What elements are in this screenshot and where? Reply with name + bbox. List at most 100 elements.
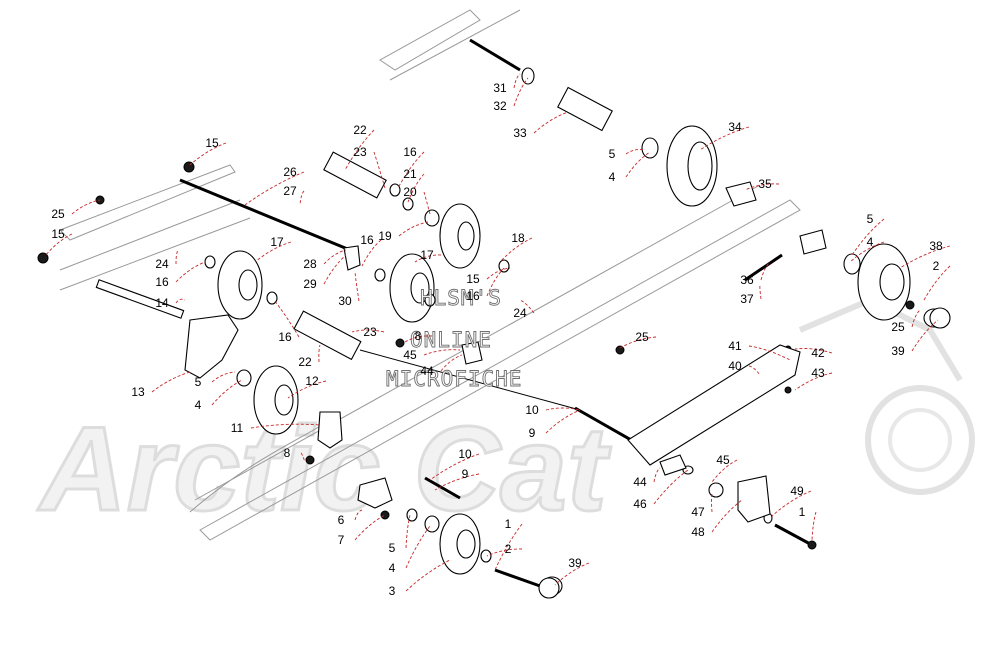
- callout-label-32: 32: [493, 99, 507, 113]
- callout-leader-16: [361, 239, 382, 267]
- callout-label-25: 25: [51, 207, 65, 221]
- callout-label-9: 9: [462, 467, 469, 481]
- callout-label-26: 26: [283, 165, 297, 179]
- callout-label-4: 4: [389, 561, 396, 575]
- callout-label-39: 39: [891, 344, 905, 358]
- callout-leader-44: [653, 467, 661, 483]
- callout-label-37: 37: [740, 292, 754, 306]
- callout-leader-37: [759, 284, 762, 300]
- callout-leader-26: [244, 171, 305, 206]
- callout-label-16: 16: [278, 330, 292, 344]
- callout-leader-15: [486, 267, 511, 280]
- shaft-parts: [95, 38, 813, 588]
- callout-leader-24: [519, 299, 535, 314]
- callout-label-23: 23: [353, 145, 367, 159]
- callout-leader-5: [851, 218, 885, 256]
- callout-label-19: 19: [378, 229, 392, 243]
- callout-label-5: 5: [867, 212, 874, 226]
- callout-leader-4: [211, 379, 243, 406]
- callout-leader-38: [899, 245, 951, 269]
- callout-label-12: 12: [305, 374, 319, 388]
- callout-label-39: 39: [568, 556, 582, 570]
- callout-leader-5: [625, 149, 646, 155]
- wheels: [217, 125, 911, 575]
- callout-label-6: 6: [338, 513, 345, 527]
- callout-label-34: 34: [728, 120, 742, 134]
- callout-leader-12: [287, 380, 327, 399]
- callout-label-40: 40: [728, 359, 742, 373]
- callout-leader-47: [711, 493, 713, 513]
- callout-label-22: 22: [353, 123, 367, 137]
- callout-label-3: 3: [389, 584, 396, 598]
- callout-label-41: 41: [728, 339, 742, 353]
- callout-label-43: 43: [811, 366, 825, 380]
- callout-leader-36: [760, 261, 771, 281]
- callout-leader-25: [911, 309, 921, 328]
- callout-leader-8: [300, 452, 306, 463]
- callout-leader-45: [711, 459, 738, 483]
- callout-leader-39: [911, 319, 939, 352]
- callout-label-45: 45: [716, 453, 730, 467]
- callout-leader-21: [407, 173, 425, 203]
- callout-leader-17: [414, 254, 442, 263]
- callout-leader-32: [513, 77, 529, 107]
- callout-label-20: 20: [403, 185, 417, 199]
- callout-leader-48: [711, 499, 743, 533]
- callout-leader-30: [354, 271, 360, 302]
- callout-label-21: 21: [403, 167, 417, 181]
- callout-label-23: 23: [363, 325, 377, 339]
- callout-label-22: 22: [298, 355, 312, 369]
- callout-label-44: 44: [420, 364, 434, 378]
- callout-leader-2: [923, 265, 951, 301]
- callout-label-38: 38: [929, 239, 943, 253]
- callout-leader-25: [71, 199, 101, 215]
- watermark-line1: HLSM'S: [420, 286, 502, 310]
- callout-label-46: 46: [633, 497, 647, 511]
- callout-leader-23: [351, 329, 385, 333]
- callout-leader-1: [494, 523, 523, 571]
- callout-leader-24: [175, 249, 179, 265]
- callout-label-33: 33: [513, 126, 527, 140]
- callout-leader-6: [354, 509, 363, 521]
- callout-label-9: 9: [529, 426, 536, 440]
- callout-leader-10: [545, 407, 581, 411]
- callout-leader-17: [254, 241, 292, 263]
- callout-leader-4: [625, 151, 651, 178]
- hlsm-watermark: HLSM'S ONLINE MICROFICHE: [386, 286, 522, 392]
- callout-label-5: 5: [389, 541, 396, 555]
- callout-label-25: 25: [635, 330, 649, 344]
- callout-label-15: 15: [51, 227, 65, 241]
- callout-leader-16: [273, 299, 300, 338]
- callout-label-24: 24: [513, 306, 527, 320]
- callout-leader-4: [849, 241, 885, 263]
- callout-leader-40: [748, 365, 761, 376]
- brackets: [184, 245, 801, 523]
- callout-label-16: 16: [155, 275, 169, 289]
- callout-leader-27: [299, 190, 305, 206]
- callout-leader-39: [554, 562, 590, 586]
- callout-label-18: 18: [511, 231, 525, 245]
- callout-label-4: 4: [609, 170, 616, 184]
- callout-label-36: 36: [740, 273, 754, 287]
- callout-label-16: 16: [466, 289, 480, 303]
- callout-leader-23: [373, 151, 386, 189]
- callout-label-29: 29: [303, 277, 317, 291]
- callout-label-27: 27: [283, 184, 297, 198]
- callout-label-14: 14: [155, 296, 169, 310]
- callout-leader-44: [440, 354, 463, 372]
- callout-leader-10: [429, 453, 480, 481]
- callout-leader-5: [405, 514, 411, 549]
- callout-label-15: 15: [466, 272, 480, 286]
- callout-label-1: 1: [505, 517, 512, 531]
- callout-leader-16: [486, 267, 505, 297]
- snowmobile-silhouette: [798, 296, 975, 495]
- callout-label-11: 11: [231, 421, 244, 435]
- callout-leader-22: [318, 344, 321, 363]
- callout-leader-49: [771, 490, 812, 517]
- callout-leader-14: [175, 298, 186, 304]
- callout-leader-16: [175, 261, 206, 283]
- callout-label-15: 15: [205, 136, 219, 150]
